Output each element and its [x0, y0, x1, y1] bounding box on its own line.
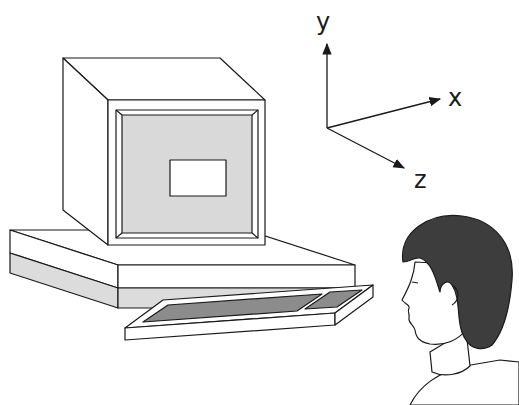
y-axis [326, 44, 327, 128]
axis-label: z [414, 168, 427, 192]
screen [122, 115, 252, 233]
bevel-line [252, 233, 258, 238]
bevel-line [116, 233, 122, 238]
bevel-line [252, 110, 258, 115]
ear [452, 285, 458, 305]
axis-label: x [448, 86, 462, 110]
monitor-front [108, 100, 265, 245]
eye [412, 282, 418, 283]
axis-label: y [316, 10, 330, 34]
x-axis [327, 99, 440, 128]
base-front [118, 265, 355, 288]
base-side-lower [10, 253, 118, 308]
bevel-line [116, 110, 122, 115]
screen-bezel [116, 110, 258, 238]
computer [10, 58, 373, 340]
key-pad [143, 294, 322, 322]
z-axis [327, 128, 404, 168]
window [170, 160, 226, 196]
axes [327, 44, 440, 168]
hair [402, 215, 512, 348]
person [402, 215, 519, 405]
number-pad [305, 290, 362, 309]
monitor-side [63, 58, 108, 245]
